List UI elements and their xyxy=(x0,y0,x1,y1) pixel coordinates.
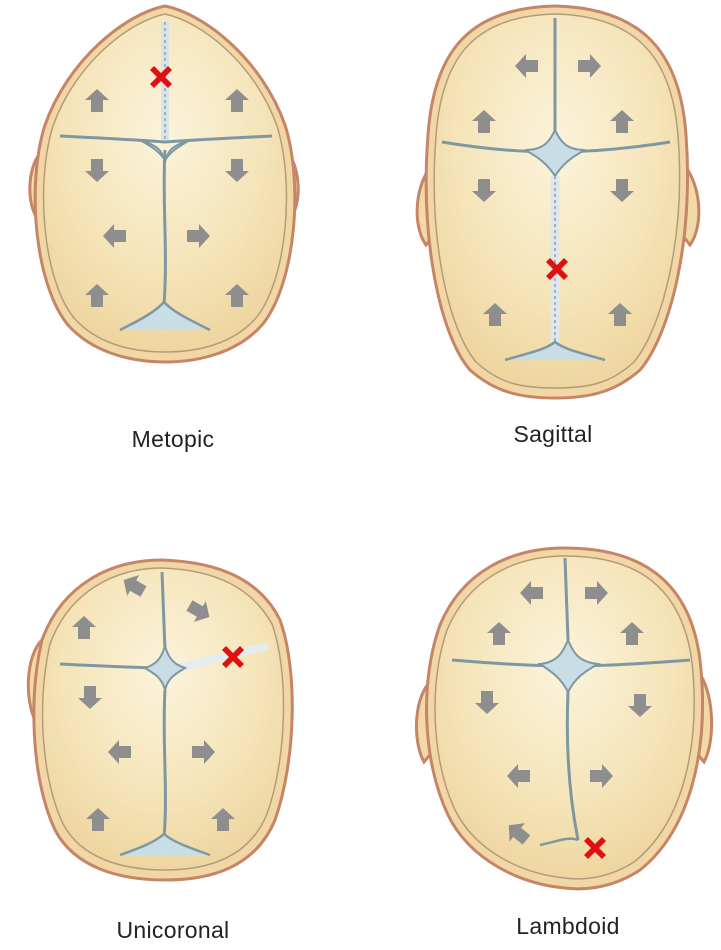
caption-metopic: Metopic xyxy=(73,426,273,453)
caption-unicoronal: Unicoronal xyxy=(73,917,273,944)
sagittal-skull xyxy=(417,6,699,398)
caption-lambdoid: Lambdoid xyxy=(468,913,668,940)
caption-sagittal: Sagittal xyxy=(453,421,653,448)
metopic-skull xyxy=(30,6,298,362)
lambdoid-skull xyxy=(416,548,711,889)
unicoronal-skull xyxy=(28,560,292,880)
